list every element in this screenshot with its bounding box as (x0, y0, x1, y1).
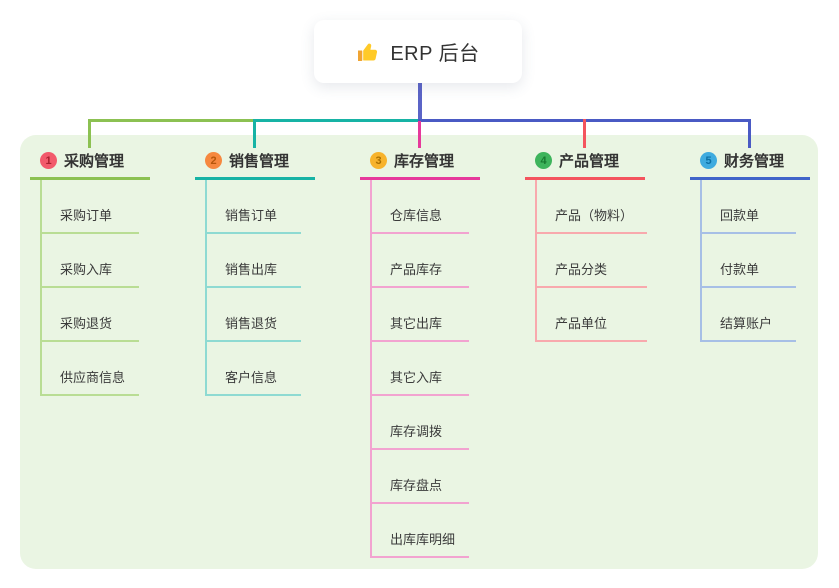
thumbs-up-icon (356, 40, 380, 64)
child-node[interactable]: 采购订单 (42, 180, 140, 234)
root-title: ERP 后台 (390, 43, 480, 65)
child-label: 付款单 (720, 262, 760, 277)
branch-node-1[interactable]: 1 采购管理 (30, 146, 150, 180)
branch-children: 仓库信息产品库存其它出库其它入库库存调拨库存盘点出库库明细 (370, 180, 470, 558)
child-node[interactable]: 供应商信息 (42, 342, 140, 396)
connector-bus-left (88, 119, 256, 122)
child-label: 仓库信息 (390, 208, 443, 223)
child-node[interactable]: 出库库明细 (372, 504, 470, 558)
child-label: 产品（物料） (555, 208, 634, 223)
child-label: 采购订单 (60, 208, 113, 223)
connector-bus-mid (253, 119, 418, 122)
branch-label: 销售管理 (229, 153, 290, 170)
child-label: 产品单位 (555, 316, 608, 331)
child-node[interactable]: 客户信息 (207, 342, 301, 396)
branch-label: 财务管理 (724, 153, 785, 170)
priority-4-icon: 4 (535, 152, 552, 169)
branch-children: 采购订单采购入库采购退货供应商信息 (40, 180, 140, 396)
branch-node-2[interactable]: 2 销售管理 (195, 146, 315, 180)
branch-children: 销售订单销售出库销售退货客户信息 (205, 180, 301, 396)
branch-1: 1 采购管理采购订单采购入库采购退货供应商信息 (30, 146, 150, 396)
branch-node-4[interactable]: 4 产品管理 (525, 146, 645, 180)
child-node[interactable]: 产品库存 (372, 234, 470, 288)
child-node[interactable]: 付款单 (702, 234, 796, 288)
connector-drop-branch-2 (253, 119, 256, 148)
child-label: 采购入库 (60, 262, 113, 277)
child-node[interactable]: 产品单位 (537, 288, 648, 342)
branch-label: 采购管理 (64, 153, 125, 170)
child-node[interactable]: 产品分类 (537, 234, 648, 288)
child-label: 出库库明细 (390, 532, 456, 547)
child-label: 采购退货 (60, 316, 113, 331)
branch-5: 5 财务管理回款单付款单结算账户 (690, 146, 810, 342)
child-node[interactable]: 库存调拨 (372, 396, 470, 450)
branch-children: 回款单付款单结算账户 (700, 180, 796, 342)
child-label: 客户信息 (225, 370, 278, 385)
child-node[interactable]: 回款单 (702, 180, 796, 234)
child-node[interactable]: 库存盘点 (372, 450, 470, 504)
mindmap-canvas-panel (20, 135, 818, 569)
branch-node-5[interactable]: 5 财务管理 (690, 146, 810, 180)
child-label: 其它入库 (390, 370, 443, 385)
child-node[interactable]: 采购退货 (42, 288, 140, 342)
connector-drop-branch-1 (88, 119, 91, 148)
branch-label: 产品管理 (559, 153, 620, 170)
connector-drop-branch-4 (583, 119, 586, 148)
branch-node-3[interactable]: 3 库存管理 (360, 146, 480, 180)
child-node[interactable]: 销售出库 (207, 234, 301, 288)
priority-3-icon: 3 (370, 152, 387, 169)
root-node[interactable]: ERP 后台 (314, 20, 522, 83)
child-label: 结算账户 (720, 316, 773, 331)
child-label: 库存调拨 (390, 424, 443, 439)
child-node[interactable]: 销售退货 (207, 288, 301, 342)
branch-4: 4 产品管理产品（物料） 产品分类产品单位 (525, 146, 648, 342)
child-node[interactable]: 其它出库 (372, 288, 470, 342)
branch-3: 3 库存管理仓库信息产品库存其它出库其它入库库存调拨库存盘点出库库明细 (360, 146, 480, 558)
priority-1-icon: 1 (40, 152, 57, 169)
child-label: 产品库存 (390, 262, 443, 277)
priority-2-icon: 2 (205, 152, 222, 169)
child-label: 产品分类 (555, 262, 608, 277)
child-label: 销售退货 (225, 316, 278, 331)
child-node[interactable]: 采购入库 (42, 234, 140, 288)
child-node[interactable]: 其它入库 (372, 342, 470, 396)
child-label: 供应商信息 (60, 370, 126, 385)
child-label: 其它出库 (390, 316, 443, 331)
child-label: 回款单 (720, 208, 760, 223)
child-label: 销售订单 (225, 208, 278, 223)
child-node[interactable]: 产品（物料） (537, 180, 648, 234)
child-label: 销售出库 (225, 262, 278, 277)
connector-drop-branch-3 (418, 121, 421, 148)
child-node[interactable]: 结算账户 (702, 288, 796, 342)
connector-drop-branch-5 (748, 119, 751, 148)
child-label: 库存盘点 (390, 478, 443, 493)
branch-label: 库存管理 (394, 153, 455, 170)
connector-root-stem (418, 83, 422, 121)
priority-5-icon: 5 (700, 152, 717, 169)
branch-children: 产品（物料） 产品分类产品单位 (535, 180, 648, 342)
child-node[interactable]: 仓库信息 (372, 180, 470, 234)
branch-2: 2 销售管理销售订单销售出库销售退货客户信息 (195, 146, 315, 396)
child-node[interactable]: 销售订单 (207, 180, 301, 234)
